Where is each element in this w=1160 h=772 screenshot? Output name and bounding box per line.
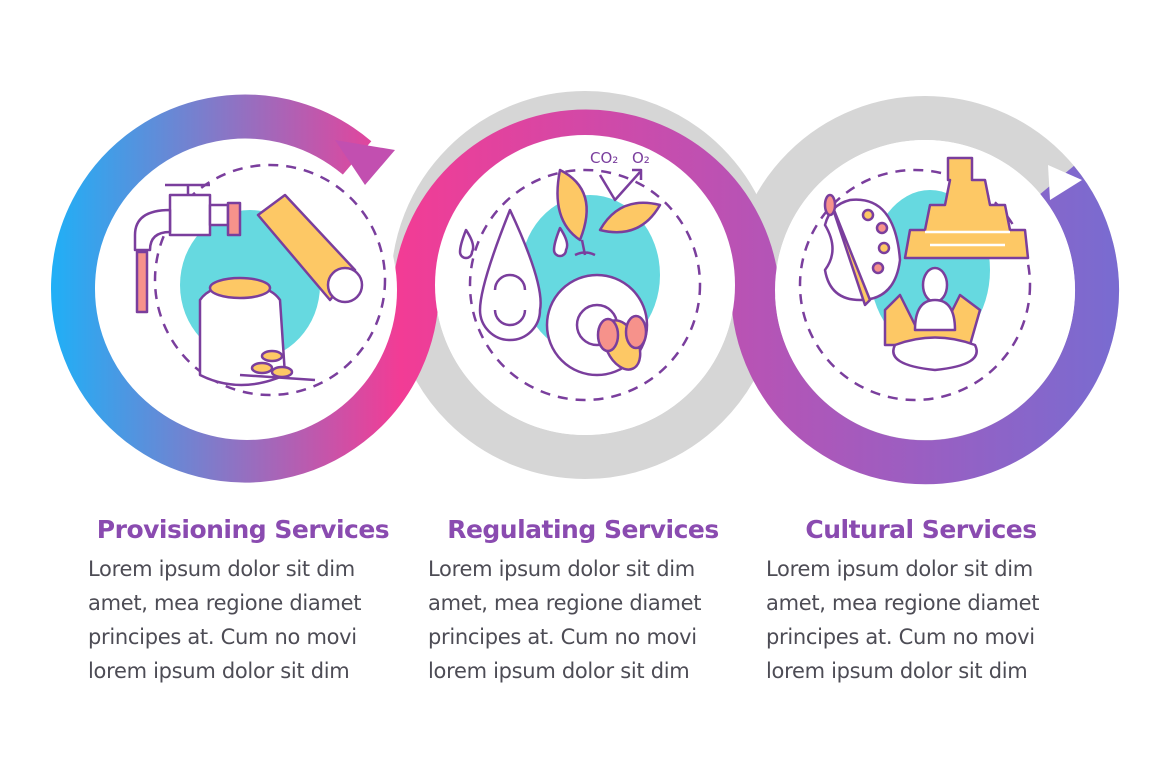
- co2-label: CO₂: [590, 149, 618, 167]
- regulating-title: Regulating Services: [447, 515, 719, 544]
- faucet-wood-grain-sack-icon: [133, 163, 387, 397]
- regulating-body: Lorem ipsum dolor sit dim amet, mea regi…: [428, 557, 702, 683]
- provisioning-title: Provisioning Services: [96, 515, 390, 544]
- cultural-body: Lorem ipsum dolor sit dim amet, mea regi…: [766, 557, 1040, 683]
- column-cultural: Cultural Services Lorem ipsum dolor sit …: [766, 515, 1076, 688]
- gradient-flow-path: [51, 94, 1119, 485]
- o2-label: O₂: [632, 149, 650, 167]
- column-regulating: Regulating Services Lorem ipsum dolor si…: [428, 515, 738, 688]
- cultural-title: Cultural Services: [805, 515, 1037, 544]
- column-provisioning: Provisioning Services Lorem ipsum dolor …: [88, 515, 398, 688]
- arrow-notch: [335, 140, 395, 185]
- palette-pyramid-meditation-icon: [798, 156, 1032, 402]
- provisioning-body: Lorem ipsum dolor sit dim amet, mea regi…: [88, 557, 362, 683]
- arrow-tail-notch: [1048, 165, 1082, 200]
- water-plant-bee-flower-icon: CO₂ O₂: [458, 149, 702, 402]
